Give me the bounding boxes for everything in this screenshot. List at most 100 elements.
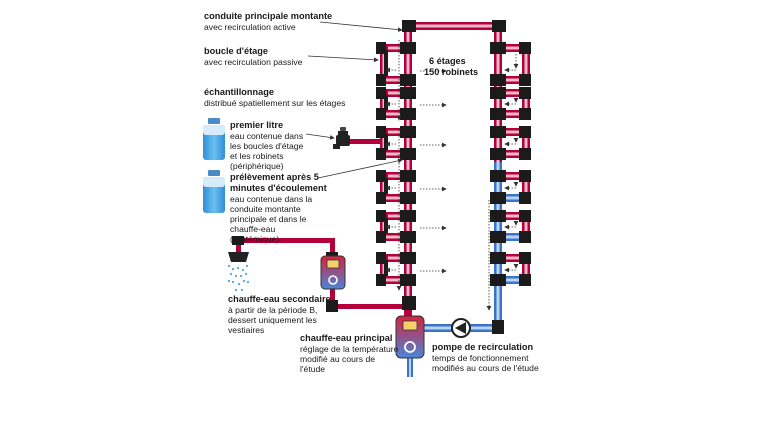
label-main-heater: chauffe-eau principal réglage de la temp… <box>300 333 399 374</box>
floor-loop-left-bottom-inner <box>380 78 412 82</box>
pipe-fittings <box>232 20 531 334</box>
pipe-fitting <box>232 236 244 245</box>
pipe-fitting <box>376 42 386 54</box>
floor-loop-desc: avec recirculation passive <box>204 57 303 67</box>
water-drop <box>239 274 243 278</box>
water-drop <box>240 288 244 292</box>
cold-inlet-inner <box>409 355 411 377</box>
main-heater-line-2: modifié au cours de <box>300 354 375 364</box>
pump-title: pompe de recirculation <box>432 342 533 352</box>
faucet-icon <box>333 127 350 149</box>
pump-line-2: modifiés au cours de l'étude <box>432 363 539 373</box>
pipe-fitting <box>519 274 531 286</box>
pipe-fitting <box>400 231 416 243</box>
floor-loop-left-bottom-inner <box>380 278 412 282</box>
floor-loop-right-side-inner <box>524 172 528 202</box>
pipe-fitting <box>384 218 388 233</box>
water-drop <box>231 280 235 284</box>
water-drop <box>236 266 240 270</box>
leader-floor-loop <box>307 55 379 63</box>
floor-loop-right-top-inner <box>494 174 530 178</box>
floor-loop-right-side-inner <box>524 44 528 84</box>
pipe-fitting <box>519 252 531 264</box>
floor-loop-right-bottom-inner <box>494 235 530 239</box>
floor-loop-right-side-inner <box>524 128 528 158</box>
pipe-fitting <box>400 274 416 286</box>
shower-pipe-vertical <box>330 238 335 260</box>
pump-to-heater-inner <box>424 326 454 330</box>
label-pump: pompe de recirculation temps de fonction… <box>432 342 539 373</box>
pipe-fitting <box>519 192 531 204</box>
floor-loop-right-top-inner <box>494 46 530 50</box>
leader-after-flush <box>317 158 403 179</box>
water-drop <box>229 272 233 276</box>
pipe-fitting <box>384 50 388 76</box>
taps-count: 150 robinets <box>424 67 478 77</box>
pipe-fitting <box>402 20 416 32</box>
after-flush-line-3: principale et dans le <box>230 214 307 224</box>
floor-loop-left-top-inner <box>380 91 412 95</box>
floors-count: 6 étages <box>429 56 466 66</box>
pipe-fitting <box>376 74 386 86</box>
pipe-fitting <box>490 42 506 54</box>
pipe-fitting <box>492 320 504 334</box>
pipe-fitting <box>490 126 506 138</box>
water-drop <box>246 280 250 284</box>
secondary-heater-line-1: à partir de la période B, <box>228 305 317 315</box>
pipe-fitting <box>400 87 416 99</box>
shower-head-icon <box>227 252 250 292</box>
water-drop <box>227 264 231 268</box>
after-flush-line-4: chauffe-eau <box>230 224 275 234</box>
floor-loop-left-top-inner <box>380 46 412 50</box>
hot-outlet-pipe <box>405 308 411 322</box>
pipe-fitting <box>400 126 416 138</box>
label-after-flush: prélèvement après 5 minutes d'écoulement… <box>230 172 327 244</box>
secondary-feed-pipe <box>330 304 410 309</box>
first-liter-line-2: les boucles d'étage <box>230 141 304 151</box>
label-first-liter: premier litre eau contenue dans les bouc… <box>230 120 304 171</box>
water-heater-icon <box>395 315 425 359</box>
pipe-fitting <box>519 108 531 120</box>
label-sampling: échantillonnage distribué spatiellement … <box>204 87 345 108</box>
pipe-fitting <box>376 274 386 286</box>
pipe-fitting <box>519 42 531 54</box>
first-liter-line-4: (périphérique) <box>230 161 284 171</box>
sampling-title: échantillonnage <box>204 87 274 97</box>
floor-loop-right-top-inner <box>494 214 530 218</box>
pipe-fitting <box>519 210 531 222</box>
after-flush-title-2: minutes d'écoulement <box>230 183 327 193</box>
pipe-fitting <box>400 42 416 54</box>
water-drop <box>237 282 241 286</box>
pipe-fitting <box>402 296 416 310</box>
pipe-fitting <box>376 252 386 264</box>
after-flush-line-1: eau contenue dans la <box>230 194 312 204</box>
pipe-fitting <box>519 126 531 138</box>
floor-loop-right-top-inner <box>494 130 530 134</box>
pipe-fitting <box>490 148 506 160</box>
first-liter-line-1: eau contenue dans <box>230 131 303 141</box>
pipe-fitting <box>490 252 506 264</box>
water-heater-icon <box>320 255 346 290</box>
pipe-fitting <box>490 231 506 243</box>
pipe-fitting <box>492 20 506 32</box>
water-drop <box>244 272 248 276</box>
return-bottom-inner <box>470 326 502 330</box>
pipe-fitting <box>400 74 416 86</box>
floor-loop-right-bottom-inner <box>494 278 530 282</box>
top-header-inner <box>404 24 504 28</box>
main-heater-line-1: réglage de la température <box>300 344 399 354</box>
water-drop <box>231 267 235 271</box>
floor-loop-left-bottom-inner <box>380 235 412 239</box>
pipe-fitting <box>490 192 506 204</box>
pipe-fitting <box>376 126 386 138</box>
pipe-fitting <box>400 108 416 120</box>
floor-loop-right-side-inner <box>524 254 528 284</box>
pipe-fitting <box>519 148 531 160</box>
floor-loop-left-bottom-inner <box>380 112 412 116</box>
pipe-fitting <box>490 170 506 182</box>
pipe-fitting <box>384 134 388 150</box>
secondary-heater-title: chauffe-eau secondaire <box>228 294 331 304</box>
floor-loop-right-bottom-inner <box>494 112 530 116</box>
pipe-fitting <box>376 108 386 120</box>
